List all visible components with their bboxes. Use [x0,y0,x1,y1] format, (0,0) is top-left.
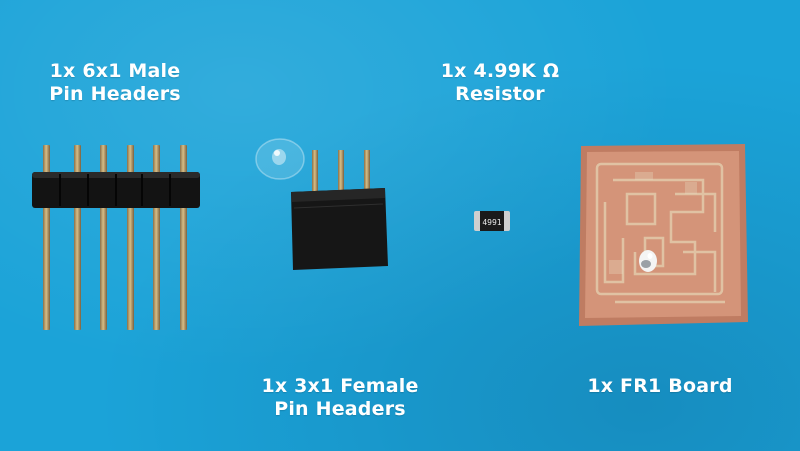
caption-line: 1x 6x1 Male [49,60,181,82]
caption-line: 1x 4.99K Ω [440,60,560,82]
caption-line: 1x 3x1 Female [261,375,419,397]
male-header-plastic [32,172,200,208]
male-headers-caption: 1x 6x1 Male Pin Headers [40,60,190,106]
caption-line: Pin Headers [49,83,181,105]
copper-traces [595,162,725,304]
male-pin-header [32,145,200,330]
female-pins [312,150,370,198]
female-pin-header [291,150,388,270]
resistor-marking: 4991 [482,218,501,227]
clear-dome-bumper [255,138,305,180]
solder-blob [639,250,657,272]
caption-line: 1x FR1 Board [587,375,733,397]
smd-resistor: 4991 [474,211,510,231]
female-headers-caption: 1x 3x1 Female Pin Headers [255,375,425,421]
fr1-board-caption: 1x FR1 Board [575,375,745,398]
resistor-caption: 1x 4.99K Ω Resistor [420,60,580,106]
caption-line: Pin Headers [274,398,406,420]
fr1-board [579,144,748,326]
caption-line: Resistor [455,83,545,105]
